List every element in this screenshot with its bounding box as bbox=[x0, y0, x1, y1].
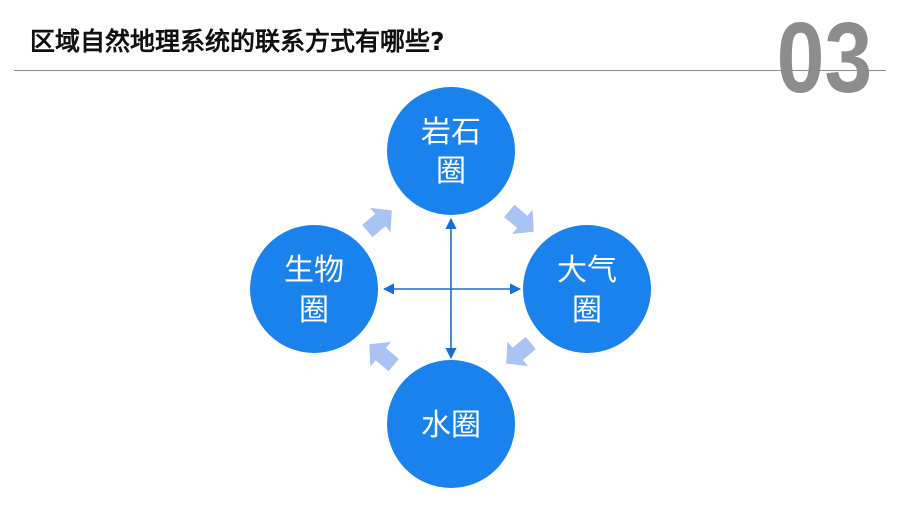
node-atmosphere-sphere bbox=[523, 225, 651, 353]
cycle-arrow-bio-to-rock bbox=[362, 207, 392, 238]
node-atmosphere-label-line2: 圈 bbox=[572, 293, 602, 328]
cycle-arrow-water-to-bio bbox=[369, 341, 399, 372]
node-rock-sphere bbox=[387, 87, 515, 215]
node-bio-sphere bbox=[250, 225, 378, 353]
node-atmosphere-label-line1: 大气 bbox=[557, 253, 617, 288]
section-number: 03 bbox=[776, 2, 872, 114]
node-rock-label-line1: 岩石 bbox=[421, 115, 481, 150]
node-bio-label-line2: 圈 bbox=[299, 293, 329, 328]
title-divider bbox=[14, 70, 886, 71]
cycle-arrow-rock-to-atmosphere bbox=[504, 204, 534, 235]
node-rock-label-line2: 圈 bbox=[436, 154, 466, 189]
node-water-label: 水圈 bbox=[421, 408, 481, 443]
cycle-arrow-atmosphere-to-water bbox=[506, 336, 536, 367]
page-title: 区域自然地理系统的联系方式有哪些? bbox=[30, 27, 445, 56]
node-water-sphere bbox=[387, 360, 515, 488]
node-bio-label-line1: 生物 bbox=[284, 253, 344, 288]
